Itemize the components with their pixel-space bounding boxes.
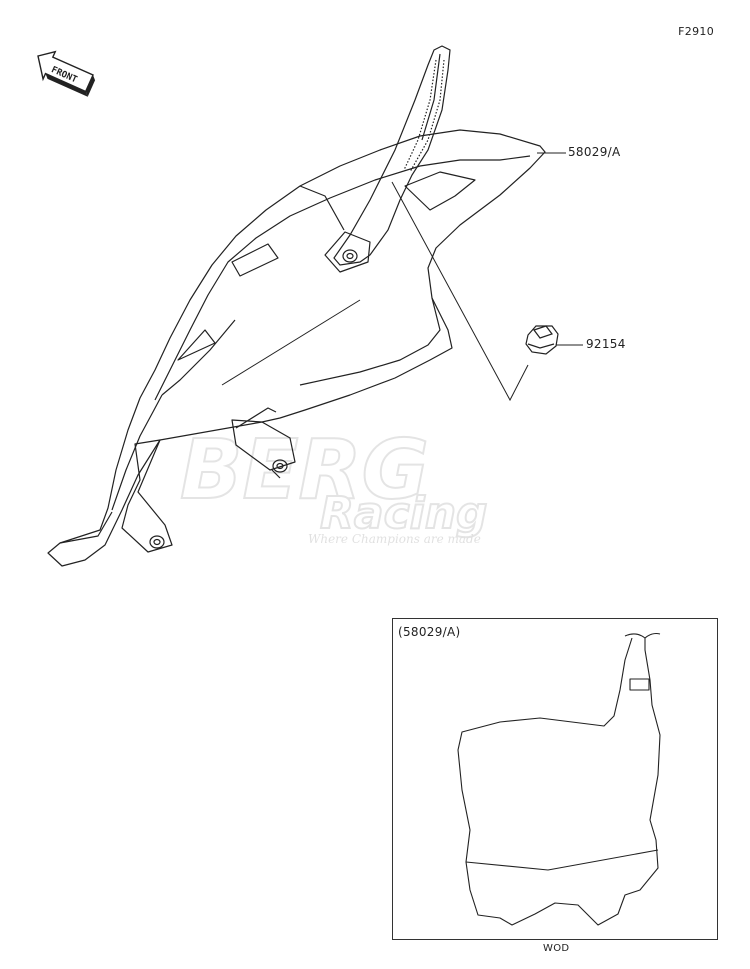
part-label-58029A[interactable]: 58029/A — [568, 145, 621, 159]
diagram-id: F2910 — [678, 25, 714, 38]
watermark-line2: Racing — [320, 488, 488, 539]
inset-caption: WOD — [543, 943, 570, 954]
watermark-line1: BERG — [180, 423, 429, 518]
front-arrow-icon: FRONT — [37, 50, 96, 97]
watermark-logo: BERG Racing Where Champions are made — [179, 422, 489, 546]
leader-lines — [391, 152, 583, 402]
watermark-tagline: Where Champions are made — [308, 532, 481, 546]
inset-title: (58029/A) — [398, 625, 461, 639]
inset-part-outline — [457, 632, 661, 926]
side-cover-part — [47, 129, 546, 567]
bolt-part — [525, 325, 559, 355]
part-label-92154[interactable]: 92154 — [586, 337, 626, 351]
strap-rib — [333, 45, 451, 266]
inset-box — [392, 618, 718, 940]
